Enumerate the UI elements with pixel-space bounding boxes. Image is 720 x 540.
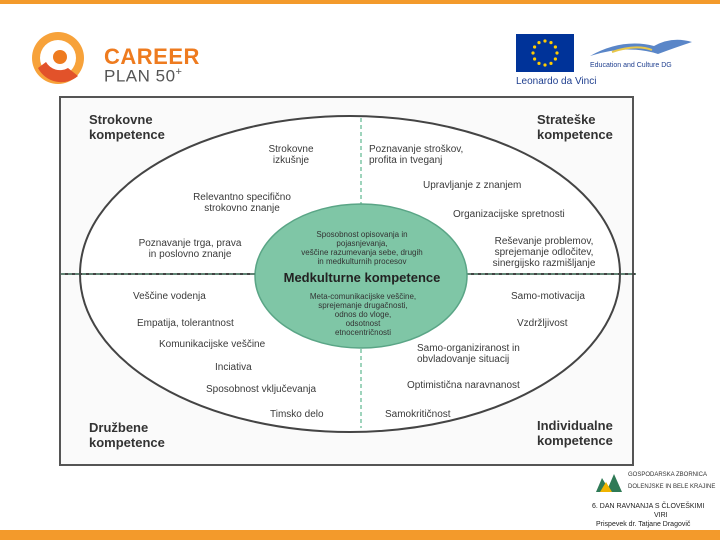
item-poznavanje-stroskov: Poznavanje stroškov,profita in tveganj bbox=[369, 144, 464, 166]
item-empatija: Empatija, tolerantnost bbox=[137, 318, 234, 329]
item-samo-motivacija: Samo-motivacija bbox=[511, 291, 585, 302]
footer-event-line2: VIRI bbox=[654, 512, 668, 519]
brand-name-line1: CAREER bbox=[104, 44, 200, 69]
center-bottom-text: Meta-comunikacijske veščine,sprejemanje … bbox=[309, 292, 417, 337]
item-inciativa: Inciativa bbox=[215, 362, 252, 373]
item-resevanje-problemov: Reševanje problemov,sprejemanje odločite… bbox=[492, 236, 596, 269]
center-ellipse bbox=[254, 203, 468, 349]
top-accent-bar bbox=[0, 0, 720, 4]
footer-event-line1: 6. DAN RAVNANJA S ČLOVEŠKIMI bbox=[592, 503, 705, 510]
brand-name-line2: PLAN 50+ bbox=[104, 66, 183, 86]
chamber-name-line1: GOSPODARSKA ZBORNICA bbox=[628, 472, 708, 478]
item-timsko-delo: Timsko delo bbox=[270, 409, 324, 420]
education-culture-caption: Education and Culture DG bbox=[590, 62, 672, 69]
career-plan-logo: CAREER PLAN 50+ bbox=[28, 24, 200, 94]
chamber-logo-icon bbox=[594, 470, 624, 494]
item-samokriticnost: Samokritičnost bbox=[385, 409, 451, 420]
item-organizacijske-spretnosti: Organizacijske spretnosti bbox=[453, 209, 565, 220]
item-sposobnost-vkljucevanja: Sposobnost vključevanja bbox=[206, 384, 317, 395]
eu-flag-icon bbox=[516, 34, 574, 72]
item-upravljanje-znanjem: Upravljanje z znanjem bbox=[423, 180, 522, 191]
item-komunikacijske-vescine: Komunikacijske veščine bbox=[159, 339, 266, 350]
diagram-shapes bbox=[61, 115, 636, 433]
footer-author: Prispevek dr. Tatjane Dragovič bbox=[596, 521, 691, 528]
center-title: Medkulturne kompetence bbox=[283, 270, 441, 285]
item-vescine-vodenja: Veščine vodenja bbox=[133, 291, 206, 302]
item-vzdrzljivost: Vzdržljivost bbox=[517, 318, 568, 329]
education-culture-logo-icon bbox=[582, 34, 702, 74]
bottom-accent-bar bbox=[0, 530, 720, 540]
chamber-name-line2: DOLENJSKE IN BELE KRAJINE bbox=[628, 484, 716, 490]
item-optimisticna-naravnanost: Optimistična naravnanost bbox=[407, 380, 520, 391]
leonardo-caption: Leonardo da Vinci bbox=[516, 76, 597, 87]
career-plan-swirl-icon bbox=[32, 32, 84, 84]
